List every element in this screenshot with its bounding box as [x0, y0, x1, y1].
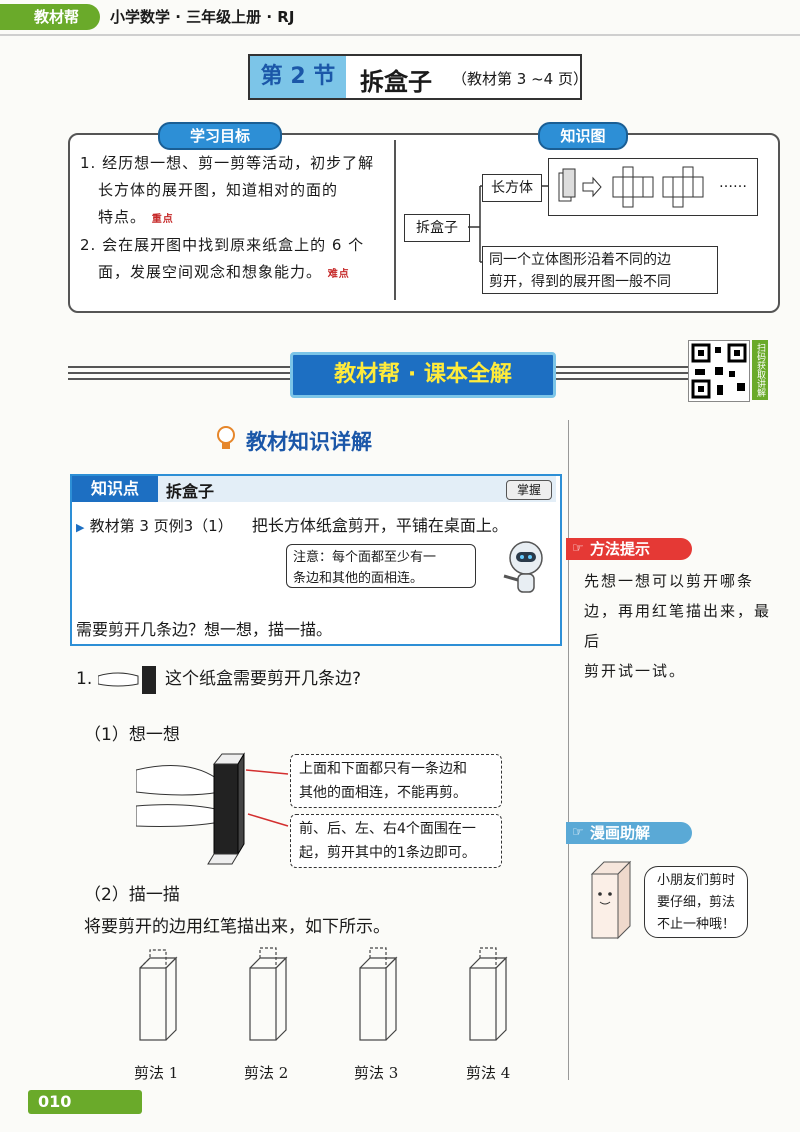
column-divider: [568, 420, 569, 1080]
goals-divider: [394, 140, 396, 300]
map-branch-cuboid: 长方体: [482, 174, 542, 202]
goal-item-2: 2. 会在展开图中找到原来纸盒上的 6 个 面，发展空间观念和想象能力。 难点: [80, 236, 365, 281]
cut-method-1-diagram: [139, 949, 178, 1041]
method-tip-label: ☞ 方法提示: [566, 538, 692, 560]
cut-method-1-caption: 剪法 1: [134, 1064, 179, 1082]
section-title: 拆盒子: [360, 68, 432, 96]
method-tip-text: 先想一想可以剪开哪条 边，再用红笔描出来，最后 剪开试一试。: [584, 572, 772, 680]
difficult-point-icon: 难点: [327, 269, 350, 280]
header-divider: [0, 34, 800, 36]
manga-speech-bubble: 小朋友们剪时 要仔细，剪法 不止一种哦！: [644, 866, 748, 938]
think-question: 需要剪开几条边？想一想，描一描。: [76, 620, 333, 639]
cut-method-3-caption: 剪法 3: [354, 1064, 399, 1082]
section-subtitle: （教材第 3 ~4 页）: [452, 70, 588, 88]
cutting-methods-diagrams: [139, 947, 508, 1041]
cut-method-4-diagram: [469, 947, 508, 1041]
callout-four-sides: 前、后、左、右4个面围在一 起，剪开其中的1条边即可。: [290, 814, 502, 868]
example-line: ▶ 教材第 3 页例3（1） 把长方体纸盒剪开，平铺在桌面上。: [76, 516, 508, 535]
key-point-icon: 重点: [151, 214, 174, 225]
callout-top-bottom: 上面和下面都只有一条边和 其他的面相连，不能再剪。: [290, 754, 502, 808]
attention-note: 注意：每个面都至少有一 条边和其他的面相连。: [286, 544, 476, 588]
knowledge-map-label: 知识图: [538, 122, 628, 150]
step-2-instruction: 将要剪开的边用红笔描出来，如下所示。: [84, 917, 390, 937]
subsection-title: 教材知识详解: [246, 430, 372, 454]
hand-holding-box-icon: [97, 666, 156, 694]
cut-method-3-diagram: [359, 947, 398, 1041]
map-ellipsis: ……: [719, 175, 747, 191]
step-2-title: （2）描一描: [84, 885, 180, 905]
cut-method-4-caption: 剪法 4: [466, 1064, 511, 1082]
qr-side-label: 扫码获取讲解: [752, 340, 768, 400]
cuboid-held-illustration: [136, 752, 289, 865]
map-root: 拆盒子: [404, 214, 470, 242]
pointing-hand-icon: ☞: [572, 541, 584, 556]
triangle-bullet-icon: ▶: [76, 521, 85, 534]
knowledge-point-tag: 知识点: [72, 476, 158, 502]
cut-method-2-diagram: [249, 947, 288, 1041]
manga-tip-label: ☞ 漫画助解: [566, 822, 692, 844]
header-title: 小学数学 · 三年级上册 · RJ: [110, 8, 295, 26]
pointing-hand-icon: ☞: [572, 825, 584, 840]
qr-code-icon[interactable]: [688, 340, 750, 402]
header-tag: 教材帮: [0, 4, 100, 30]
cut-method-2-caption: 剪法 2: [244, 1064, 289, 1082]
section-banner: 教材帮 · 课本全解: [290, 352, 556, 398]
goal-item-1: 1. 经历想一想、剪一剪等活动，初步了解 长方体的展开图，知道相对的面的 特点。…: [80, 154, 375, 226]
cuboid-nets-illustration: [558, 166, 704, 208]
section-number: 第 2 节: [250, 56, 346, 98]
step-1-title: （1）想一想: [84, 725, 180, 745]
lightbulb-icon: [217, 426, 235, 449]
map-nets-box: ……: [548, 158, 758, 216]
knowledge-point-title: 拆盒子: [166, 482, 215, 501]
box-character-illustration: [590, 860, 632, 940]
robot-mascot-icon: [503, 541, 543, 593]
mastery-badge: 掌握: [506, 480, 552, 500]
goals-label: 学习目标: [158, 122, 282, 150]
page-number: 010: [28, 1090, 142, 1114]
question-1: 1. 这个纸盒需要剪开几条边?: [76, 664, 361, 694]
map-branch-note: 同一个立体图形沿着不同的边 剪开，得到的展开图一般不同: [482, 246, 718, 294]
